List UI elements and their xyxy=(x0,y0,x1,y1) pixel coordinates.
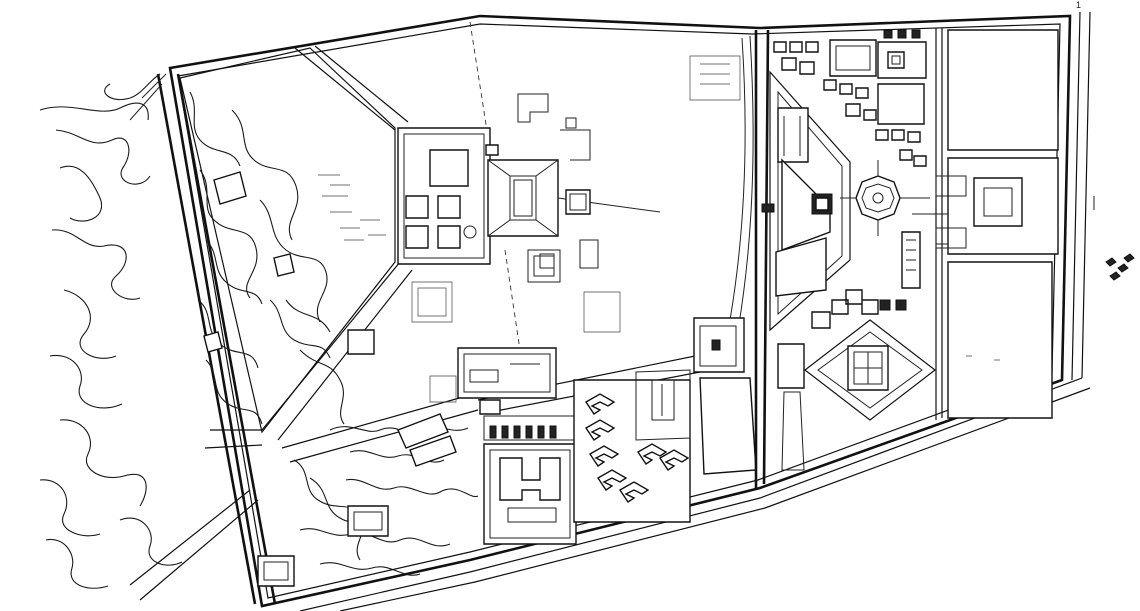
chevron-blocks xyxy=(586,394,688,502)
south-buildings xyxy=(458,348,690,544)
axis-line-south xyxy=(505,250,520,350)
curved-boundary-inner xyxy=(730,38,745,320)
gate-house xyxy=(694,318,756,474)
east-gate xyxy=(912,28,1058,420)
southwest-buildings xyxy=(204,172,456,586)
curved-boundary xyxy=(738,36,753,330)
axis-line-north xyxy=(470,22,490,150)
east-compound xyxy=(762,30,935,470)
internal-roads xyxy=(130,46,700,600)
central-palace xyxy=(398,94,660,282)
east-markers xyxy=(1094,196,1134,280)
east-inner-wall xyxy=(756,30,768,488)
faint-marks xyxy=(318,56,740,402)
west-road xyxy=(130,74,275,604)
east-road xyxy=(300,12,1090,611)
scale-marker-label: 1 xyxy=(1076,0,1081,10)
western-enclosure xyxy=(180,48,395,432)
